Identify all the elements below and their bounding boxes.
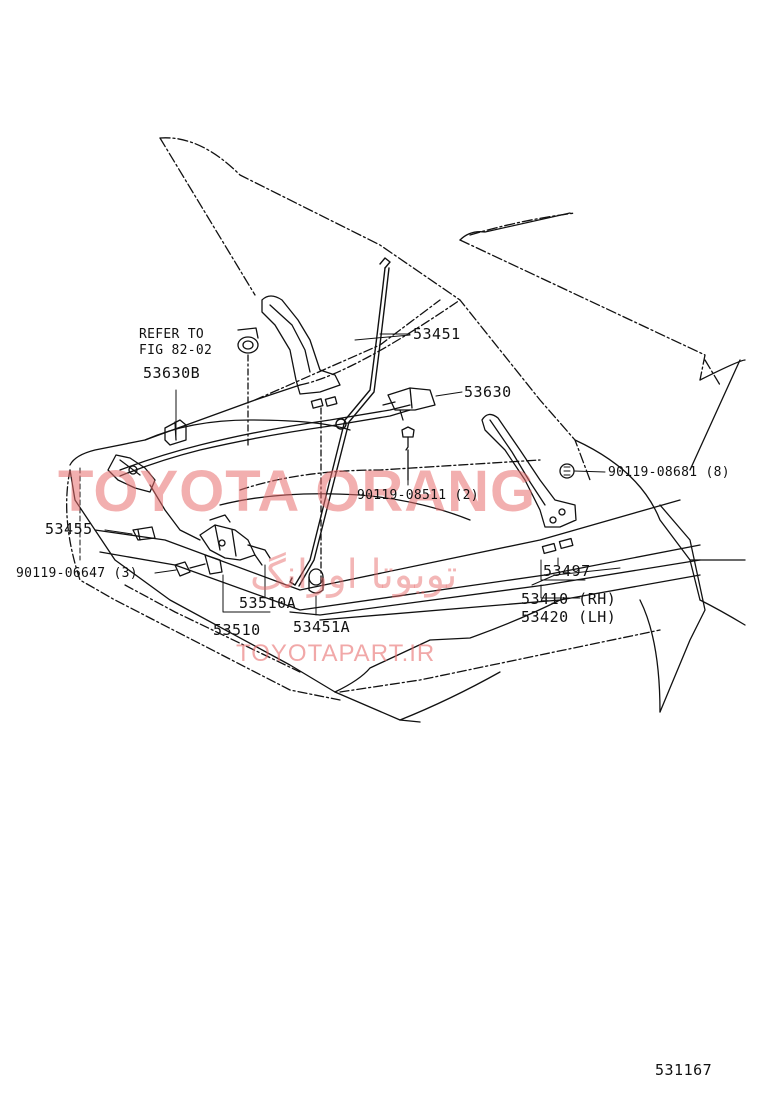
- label-53451A: 53451A: [293, 618, 351, 636]
- hood-hinge-right: [481, 413, 577, 555]
- bolt-08681: [559, 463, 575, 479]
- refer-clip: [237, 327, 259, 446]
- hood-bracket-left: [261, 295, 341, 586]
- label-53410: 53410 (RH): [521, 590, 617, 608]
- label-90119-06647: 90119-06647 (3): [16, 566, 138, 581]
- label-53497: 53497: [543, 562, 591, 580]
- label-fig-ref: FIG 82-02: [139, 343, 213, 358]
- engine-bay: [144, 419, 561, 723]
- label-refer-to: REFER TO: [139, 327, 205, 342]
- cushion-53451A: [308, 568, 324, 594]
- label-90119-08681: 90119-08681 (8): [608, 465, 730, 480]
- release-cable: [119, 404, 411, 541]
- hood-outline: [159, 137, 721, 481]
- label-53451: 53451: [413, 325, 461, 343]
- label-90119-08511: 90119-08511 (2): [357, 488, 479, 503]
- label-53455: 53455: [45, 520, 93, 538]
- leader-lines: [79, 333, 621, 616]
- cable-holder-53630: [382, 387, 436, 421]
- label-53630B: 53630B: [143, 364, 201, 382]
- hood-lock-53510: [199, 514, 271, 575]
- release-lever-53455: [107, 454, 156, 541]
- label-53420: 53420 (LH): [521, 608, 617, 626]
- label-53510: 53510: [213, 621, 261, 639]
- diagram-number: 531167: [655, 1061, 713, 1079]
- label-53510A: 53510A: [239, 594, 297, 612]
- fender-body: [459, 212, 746, 713]
- hood-support-rod: [289, 257, 411, 587]
- label-53630: 53630: [464, 383, 512, 401]
- bolt-06647: [174, 561, 206, 577]
